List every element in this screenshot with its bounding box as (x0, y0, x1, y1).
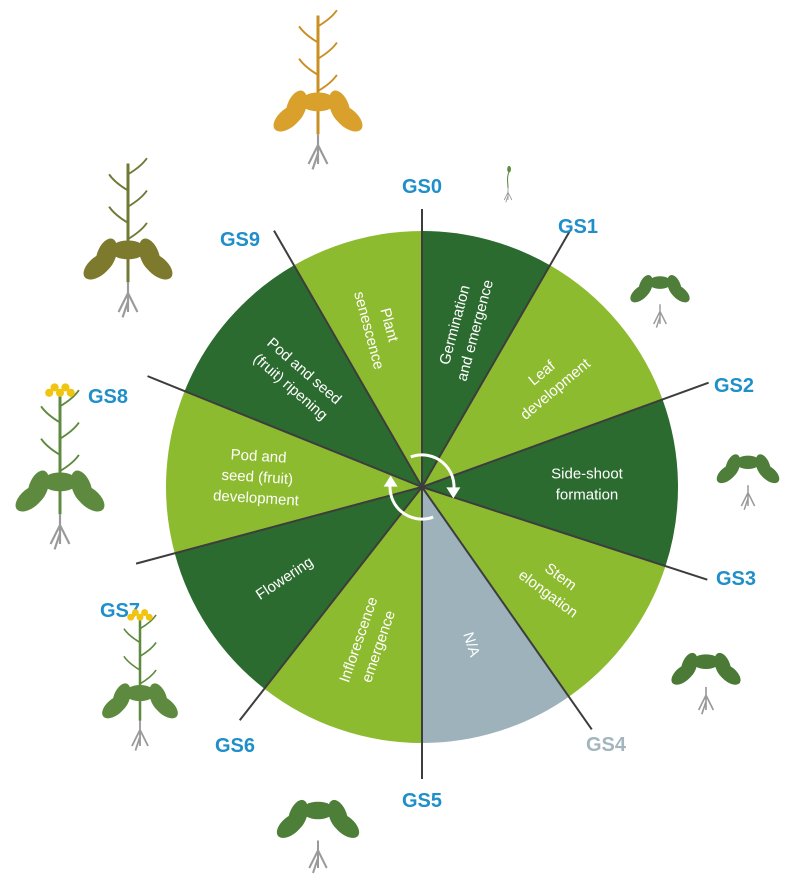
divider-line-gs8 (147, 375, 423, 488)
stage-code-gs6: GS6 (215, 735, 255, 757)
plant-illustrations (15, 9, 780, 874)
pod-development-plant-icon (15, 383, 105, 550)
cycle-arrowhead-upper (446, 487, 461, 499)
divider-line-gs1 (421, 226, 573, 488)
cycle-arrowhead-lower (383, 475, 398, 487)
stage-name-line-n-a: N/A (459, 630, 483, 659)
segment-gs1 (422, 265, 663, 487)
stage-code-gs0: GS0 (402, 176, 442, 198)
segment-gs9 (294, 231, 422, 487)
stage-name-line-development: development (213, 487, 301, 509)
stage-code-gs5: GS5 (402, 790, 442, 812)
segment-gs2 (422, 399, 678, 567)
stage-code-gs4: GS4 (586, 734, 627, 756)
stage-code-gs2: GS2 (714, 375, 754, 397)
stage-name-line-seed-fruit: seed (fruit) (221, 467, 294, 488)
stem-elongation-plant-icon (671, 652, 741, 715)
seedling-icon (503, 165, 513, 203)
flowering-plant-icon (102, 609, 178, 751)
leafy-rosette-icon (630, 274, 690, 328)
stage-dividers (135, 209, 709, 779)
inflorescence-plant-icon (276, 799, 360, 874)
stage-name-line-pod-and: Pod and (230, 446, 287, 466)
segment-gs7 (165, 391, 423, 554)
stage-code-gs9: GS9 (220, 229, 260, 251)
divider-line-gs4 (421, 486, 593, 731)
segment-gs3 (422, 487, 666, 697)
senescent-plant-icon (273, 9, 363, 170)
divider-line-gs3 (421, 486, 708, 581)
stage-code-gs8: GS8 (88, 386, 128, 408)
segment-gs0 (422, 231, 550, 487)
cycle-arrow-lower (388, 480, 434, 521)
stage-name-line-formation: formation (556, 487, 619, 504)
stage-name-line-side-shoot: Side-shoot (551, 466, 624, 483)
divider-line-gs2 (421, 381, 709, 488)
cycle-arrow-upper (410, 453, 456, 494)
segment-gs4 (422, 487, 569, 743)
ripening-plant-icon (83, 157, 173, 318)
side-shoot-plant-icon (716, 454, 780, 511)
segment-gs5 (264, 487, 422, 743)
stage-segments (165, 231, 678, 743)
divider-line-gs7 (135, 486, 423, 565)
stage-code-gs3: GS3 (716, 568, 756, 590)
divider-line-gs6 (238, 486, 423, 721)
segment-gs8 (184, 265, 422, 487)
stage-name-gs4: N/A (459, 630, 483, 659)
cycle-arrows-icon (383, 453, 461, 521)
stage-name-gs2: Side-shoot formation (551, 466, 624, 504)
divider-line-gs9 (273, 230, 423, 488)
stage-code-gs1: GS1 (558, 216, 598, 238)
